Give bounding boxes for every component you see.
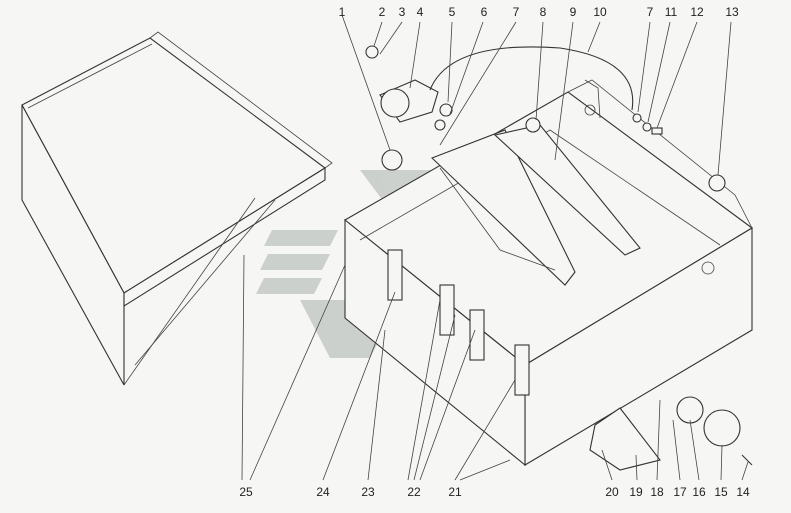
rear-plug-assembly (589, 396, 753, 471)
callout-20: 20 (605, 485, 619, 499)
callout-8: 8 (540, 5, 547, 19)
leader-lines (241, 14, 749, 481)
callout-18: 18 (650, 485, 664, 499)
callout-5: 5 (449, 5, 456, 19)
callout-21: 21 (448, 485, 462, 499)
callout-7: 7 (513, 5, 520, 19)
callout-3: 3 (399, 5, 406, 19)
battery-cover (21, 31, 333, 386)
callout-23: 23 (361, 485, 375, 499)
callout-25: 25 (239, 485, 253, 499)
callout-1: 1 (339, 5, 346, 19)
callout-10: 10 (593, 5, 607, 19)
callout-19: 19 (629, 485, 643, 499)
callout-17: 17 (673, 485, 687, 499)
callout-7b: 7 (647, 5, 654, 19)
hold-down-bars (430, 124, 641, 286)
callout-2: 2 (379, 5, 386, 19)
switch-assembly (365, 45, 726, 192)
callout-15: 15 (714, 485, 728, 499)
callout-labels: 1 2 3 4 5 6 7 8 9 10 7 11 12 13 14 15 16… (239, 5, 750, 499)
callout-11: 11 (665, 5, 678, 19)
callout-4: 4 (417, 5, 424, 19)
battery-clamps (387, 249, 530, 396)
callout-9: 9 (570, 5, 577, 19)
callout-13: 13 (725, 5, 739, 19)
callout-16: 16 (692, 485, 706, 499)
callout-22: 22 (407, 485, 421, 499)
callout-14: 14 (736, 485, 750, 499)
callout-12: 12 (690, 5, 704, 19)
callout-24: 24 (316, 485, 330, 499)
callout-6: 6 (481, 5, 488, 19)
